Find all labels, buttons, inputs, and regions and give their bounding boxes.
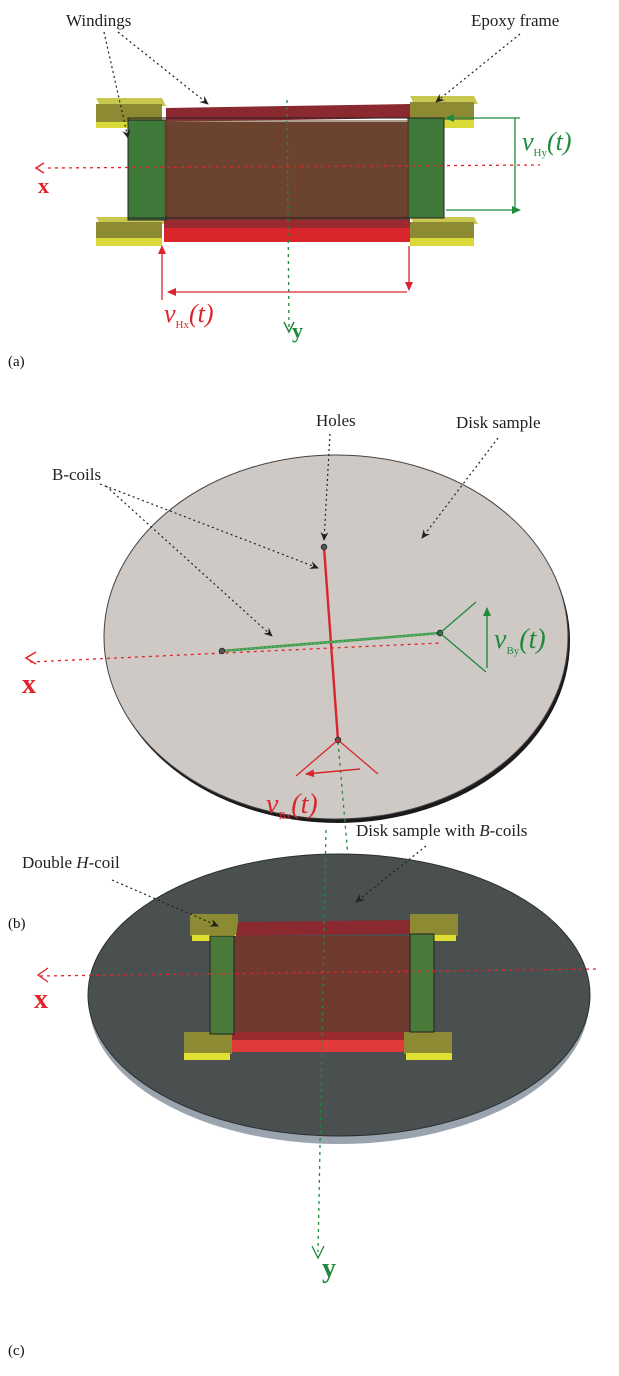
y-axis-c [317, 829, 327, 1253]
vhy-indicator: vHy(t) [445, 114, 572, 214]
epoxy-frame [96, 96, 478, 246]
vby-v: v [494, 624, 507, 655]
double-h-italic: H [75, 853, 90, 872]
x-axis-label-a: x [38, 173, 49, 198]
x-axis-label-b: x [22, 669, 36, 700]
svg-text:vBx(t): vBx(t) [266, 789, 318, 822]
vhx-v: v [164, 299, 176, 328]
panel-b-label: (b) [8, 916, 26, 932]
x-axis-a [47, 164, 541, 169]
b-coils-label: B-coils [52, 465, 101, 484]
vhx-indicator: vHx(t) [158, 245, 413, 331]
x-axis-c [39, 968, 599, 977]
vby-indicator: vBy(t) [439, 601, 546, 673]
vhy-sub: Hy [534, 147, 548, 159]
holes-label: Holes [316, 411, 356, 430]
vbx-v: v [266, 789, 279, 820]
winding-y [127, 117, 445, 221]
vhx-sub: Hx [176, 319, 190, 331]
disk-b-suffix: -coils [490, 821, 528, 840]
disk-b-coils-label: Disk sample with B-coils [356, 821, 527, 840]
disk-b-prefix: Disk sample with [356, 821, 479, 840]
panel-c-label: (c) [8, 1343, 25, 1359]
x-axis-b [29, 642, 441, 663]
vby-sub: By [506, 645, 519, 657]
panel-a-label: (a) [8, 354, 25, 370]
vbx-sub: Bx [278, 810, 291, 822]
double-h-coil [184, 914, 458, 1060]
svg-text:vHx(t): vHx(t) [164, 299, 214, 331]
vhy-v: v [522, 127, 534, 156]
disk-sample-label-b: Disk sample [456, 413, 541, 432]
y-axis-b [337, 741, 351, 881]
windings-label: Windings [66, 11, 131, 30]
y-axis-label-a: y [292, 318, 303, 343]
double-h-suffix: -coil [89, 853, 120, 872]
vbx-indicator: vBx(t) [266, 739, 379, 822]
double-h-coil-label: Double H-coil [22, 853, 120, 872]
panel-b: x y vBy(t) vBx(t) Holes [8, 411, 570, 932]
panel-a: x y Windings Epoxy frame vHy(t) vHx(t) (… [8, 11, 572, 370]
disk-b-italic: B [479, 821, 490, 840]
double-h-prefix: Double [22, 853, 76, 872]
vhy-arg: (t) [547, 127, 572, 156]
vhx-arg: (t) [189, 299, 214, 328]
vby-arg: (t) [519, 624, 545, 655]
svg-text:vHy(t): vHy(t) [522, 127, 572, 159]
x-axis-label-c: x [34, 984, 48, 1015]
b-coil-x [322, 546, 340, 741]
y-axis-label-c: y [322, 1253, 336, 1284]
svg-text:vBy(t): vBy(t) [494, 624, 546, 657]
panel-c: x y Double H-coil Disk sample with B-coi… [8, 821, 599, 1359]
vbx-arg: (t) [291, 789, 317, 820]
epoxy-frame-label: Epoxy frame [471, 11, 559, 30]
